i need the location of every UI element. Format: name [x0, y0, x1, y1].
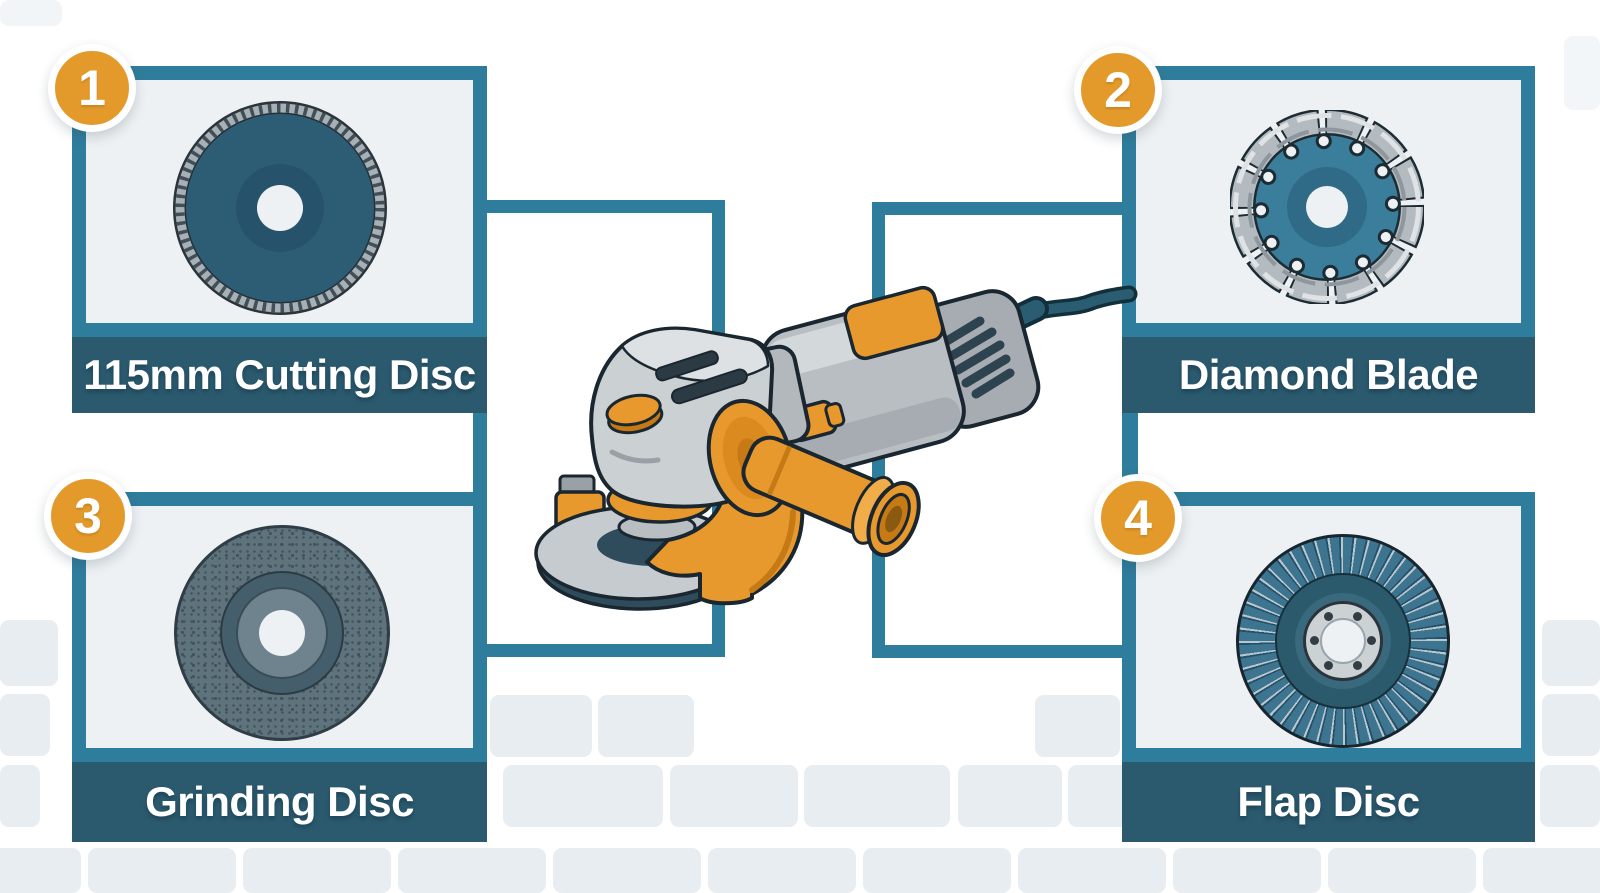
panel-art-cutting-disc: [72, 66, 487, 337]
brick: [243, 848, 391, 893]
brick: [0, 848, 81, 893]
cutting-disc-icon: [172, 100, 388, 316]
bolt-hole: [1353, 612, 1362, 621]
brick: [553, 848, 701, 893]
panel-label: Diamond Blade: [1122, 337, 1535, 413]
brick: [503, 765, 663, 827]
panel-art-diamond-blade: [1122, 66, 1535, 337]
panel-label: 115mm Cutting Disc: [72, 337, 487, 413]
brick: [1018, 848, 1166, 893]
brick: [1540, 765, 1600, 827]
bolt-hole: [1367, 636, 1376, 645]
brick: [708, 848, 856, 893]
bolt-hole: [1353, 661, 1362, 670]
brick: [0, 694, 50, 756]
brick: [1542, 620, 1600, 686]
panel-label: Grinding Disc: [72, 762, 487, 842]
brick: [1173, 848, 1321, 893]
grinding-disc-icon: [174, 525, 390, 741]
panel-cutting-disc: 115mm Cutting Disc: [72, 66, 487, 413]
panel-grinding-disc: Grinding Disc: [72, 492, 487, 842]
brick: [958, 765, 1062, 827]
angle-grinder-illustration: [534, 285, 1138, 611]
flap-disc-icon: [1236, 534, 1450, 748]
brick: [1035, 695, 1120, 757]
badge-3: 3: [44, 472, 132, 560]
brick: [863, 848, 1011, 893]
panel-art-grinding-disc: [72, 492, 487, 762]
badge-2: 2: [1074, 46, 1162, 134]
brick: [670, 765, 798, 827]
panel-label: Flap Disc: [1122, 762, 1535, 842]
brick: [1483, 848, 1600, 893]
panel-flap-disc: Flap Disc: [1122, 492, 1535, 842]
brick: [0, 620, 58, 686]
brick: [398, 848, 546, 893]
diamond-blade-icon: [1230, 110, 1424, 304]
brick: [1564, 36, 1600, 110]
brick: [804, 765, 950, 827]
bolt-hole: [1324, 612, 1333, 621]
bolt-hole: [1324, 661, 1333, 670]
brick: [1328, 848, 1476, 893]
brick: [1542, 694, 1600, 756]
brick: [490, 695, 592, 757]
brick: [0, 0, 62, 26]
bolt-hole: [1310, 636, 1319, 645]
brick: [0, 765, 40, 827]
badge-1: 1: [48, 44, 136, 132]
brick: [598, 695, 694, 757]
brick: [88, 848, 236, 893]
panel-art-flap-disc: [1122, 492, 1535, 762]
panel-diamond-blade: Diamond Blade: [1122, 66, 1535, 413]
badge-4: 4: [1094, 474, 1182, 562]
